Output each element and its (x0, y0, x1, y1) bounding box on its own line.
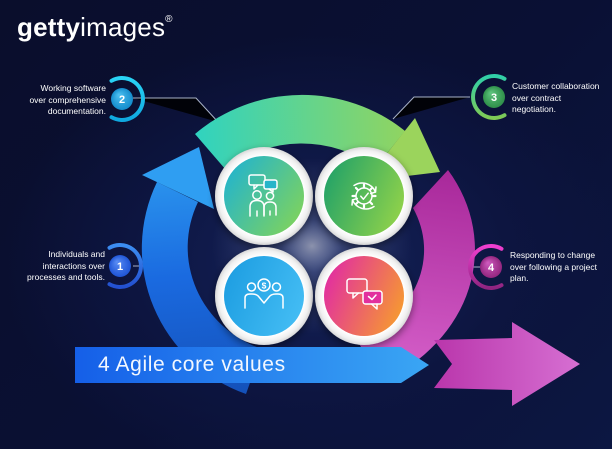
banner-title: 4 Agile core values (98, 353, 286, 376)
logo-bold-part: getty (17, 12, 81, 42)
value-3-number: 3 (491, 92, 497, 104)
gettyimages-logo: gettyimages® (17, 12, 173, 43)
medallion-group: $ (215, 147, 413, 345)
logo-light-part: images (80, 12, 166, 42)
value-2-badge (111, 88, 133, 110)
value-1-number: 1 (117, 261, 123, 273)
cycle-left-arrowhead-icon (142, 147, 214, 209)
value-3-label: Customer collaboration over contract neg… (512, 81, 600, 114)
medallion-bottom-left (224, 256, 304, 336)
banner-arrow (75, 347, 429, 383)
medallion-top-left (224, 156, 304, 236)
connector-lines (133, 96, 480, 268)
value-2-label: Working software over comprehensive docu… (29, 83, 106, 116)
gear-sync-check-icon (351, 182, 377, 210)
callout-arcs (107, 74, 507, 290)
value-4-label: Responding to change over following a pr… (510, 250, 597, 283)
value-1-badge (109, 255, 131, 277)
callout-number-badges: 1 2 3 4 (109, 86, 505, 278)
chat-bubbles-icon (346, 278, 383, 310)
value-4-badge (480, 256, 502, 278)
cycle-left-arc (141, 182, 262, 394)
people-conversation-icon (248, 174, 278, 217)
value-2-number: 2 (119, 94, 125, 106)
money-negotiation-icon: $ (244, 278, 284, 309)
medallion-top-right (324, 156, 404, 236)
value-4-number: 4 (488, 262, 495, 274)
svg-text:$: $ (262, 280, 267, 290)
registered-mark: ® (165, 14, 173, 25)
pink-arrow (434, 322, 580, 406)
value-3-badge (483, 86, 505, 108)
value-1-label: Individuals and interactions over proces… (27, 249, 105, 282)
